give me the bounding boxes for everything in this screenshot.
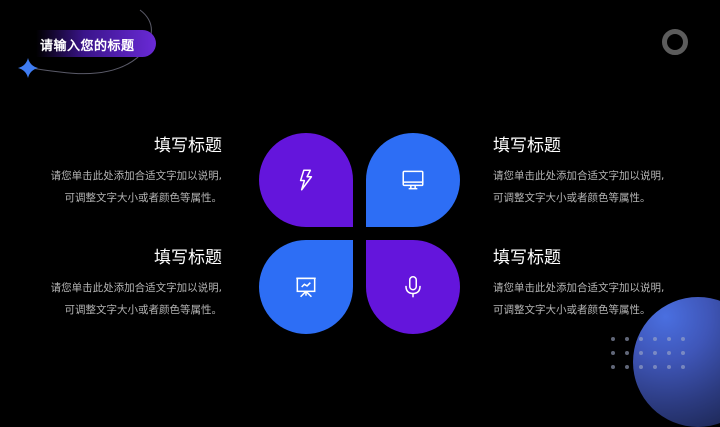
text-block-2: 填写标题 请您单击此处添加合适文字加以说明, 可调整文字大小或者颜色等属性。 [493,131,693,209]
presentation-board-icon [296,277,316,298]
block-description[interactable]: 请您单击此处添加合适文字加以说明, 可调整文字大小或者颜色等属性。 [50,170,222,204]
monitor-icon [402,170,424,190]
page-title: 请输入您的标题 [40,39,135,54]
microphone-icon [405,275,421,298]
block-title[interactable]: 填写标题 [493,248,561,268]
block-description[interactable]: 请您单击此处添加合适文字加以说明, 可调整文字大小或者颜色等属性。 [493,170,665,204]
block-description[interactable]: 请您单击此处添加合适文字加以说明, 可调整文字大小或者颜色等属性。 [493,282,665,316]
block-title[interactable]: 填写标题 [154,248,222,268]
text-block-4: 填写标题 请您单击此处添加合适文字加以说明, 可调整文字大小或者颜色等属性。 [493,243,693,321]
lightning-icon [299,169,313,191]
sparkle-star-icon [18,58,38,78]
block-description[interactable]: 请您单击此处添加合适文字加以说明, 可调整文字大小或者颜色等属性。 [50,282,222,316]
petal-bottom-right[interactable] [366,240,460,334]
decorative-arc [18,9,152,78]
petal-bottom-left[interactable] [259,240,353,334]
ring-decoration [662,29,688,55]
petal-top-right[interactable] [366,133,460,227]
block-title[interactable]: 填写标题 [154,136,222,156]
text-block-3: 填写标题 请您单击此处添加合适文字加以说明, 可调整文字大小或者颜色等属性。 [22,243,222,321]
dot-grid-decoration [611,337,685,369]
petal-top-left[interactable] [259,133,353,227]
title-badge [36,30,156,57]
block-title[interactable]: 填写标题 [493,136,561,156]
text-block-1: 填写标题 请您单击此处添加合适文字加以说明, 可调整文字大小或者颜色等属性。 [22,131,222,209]
